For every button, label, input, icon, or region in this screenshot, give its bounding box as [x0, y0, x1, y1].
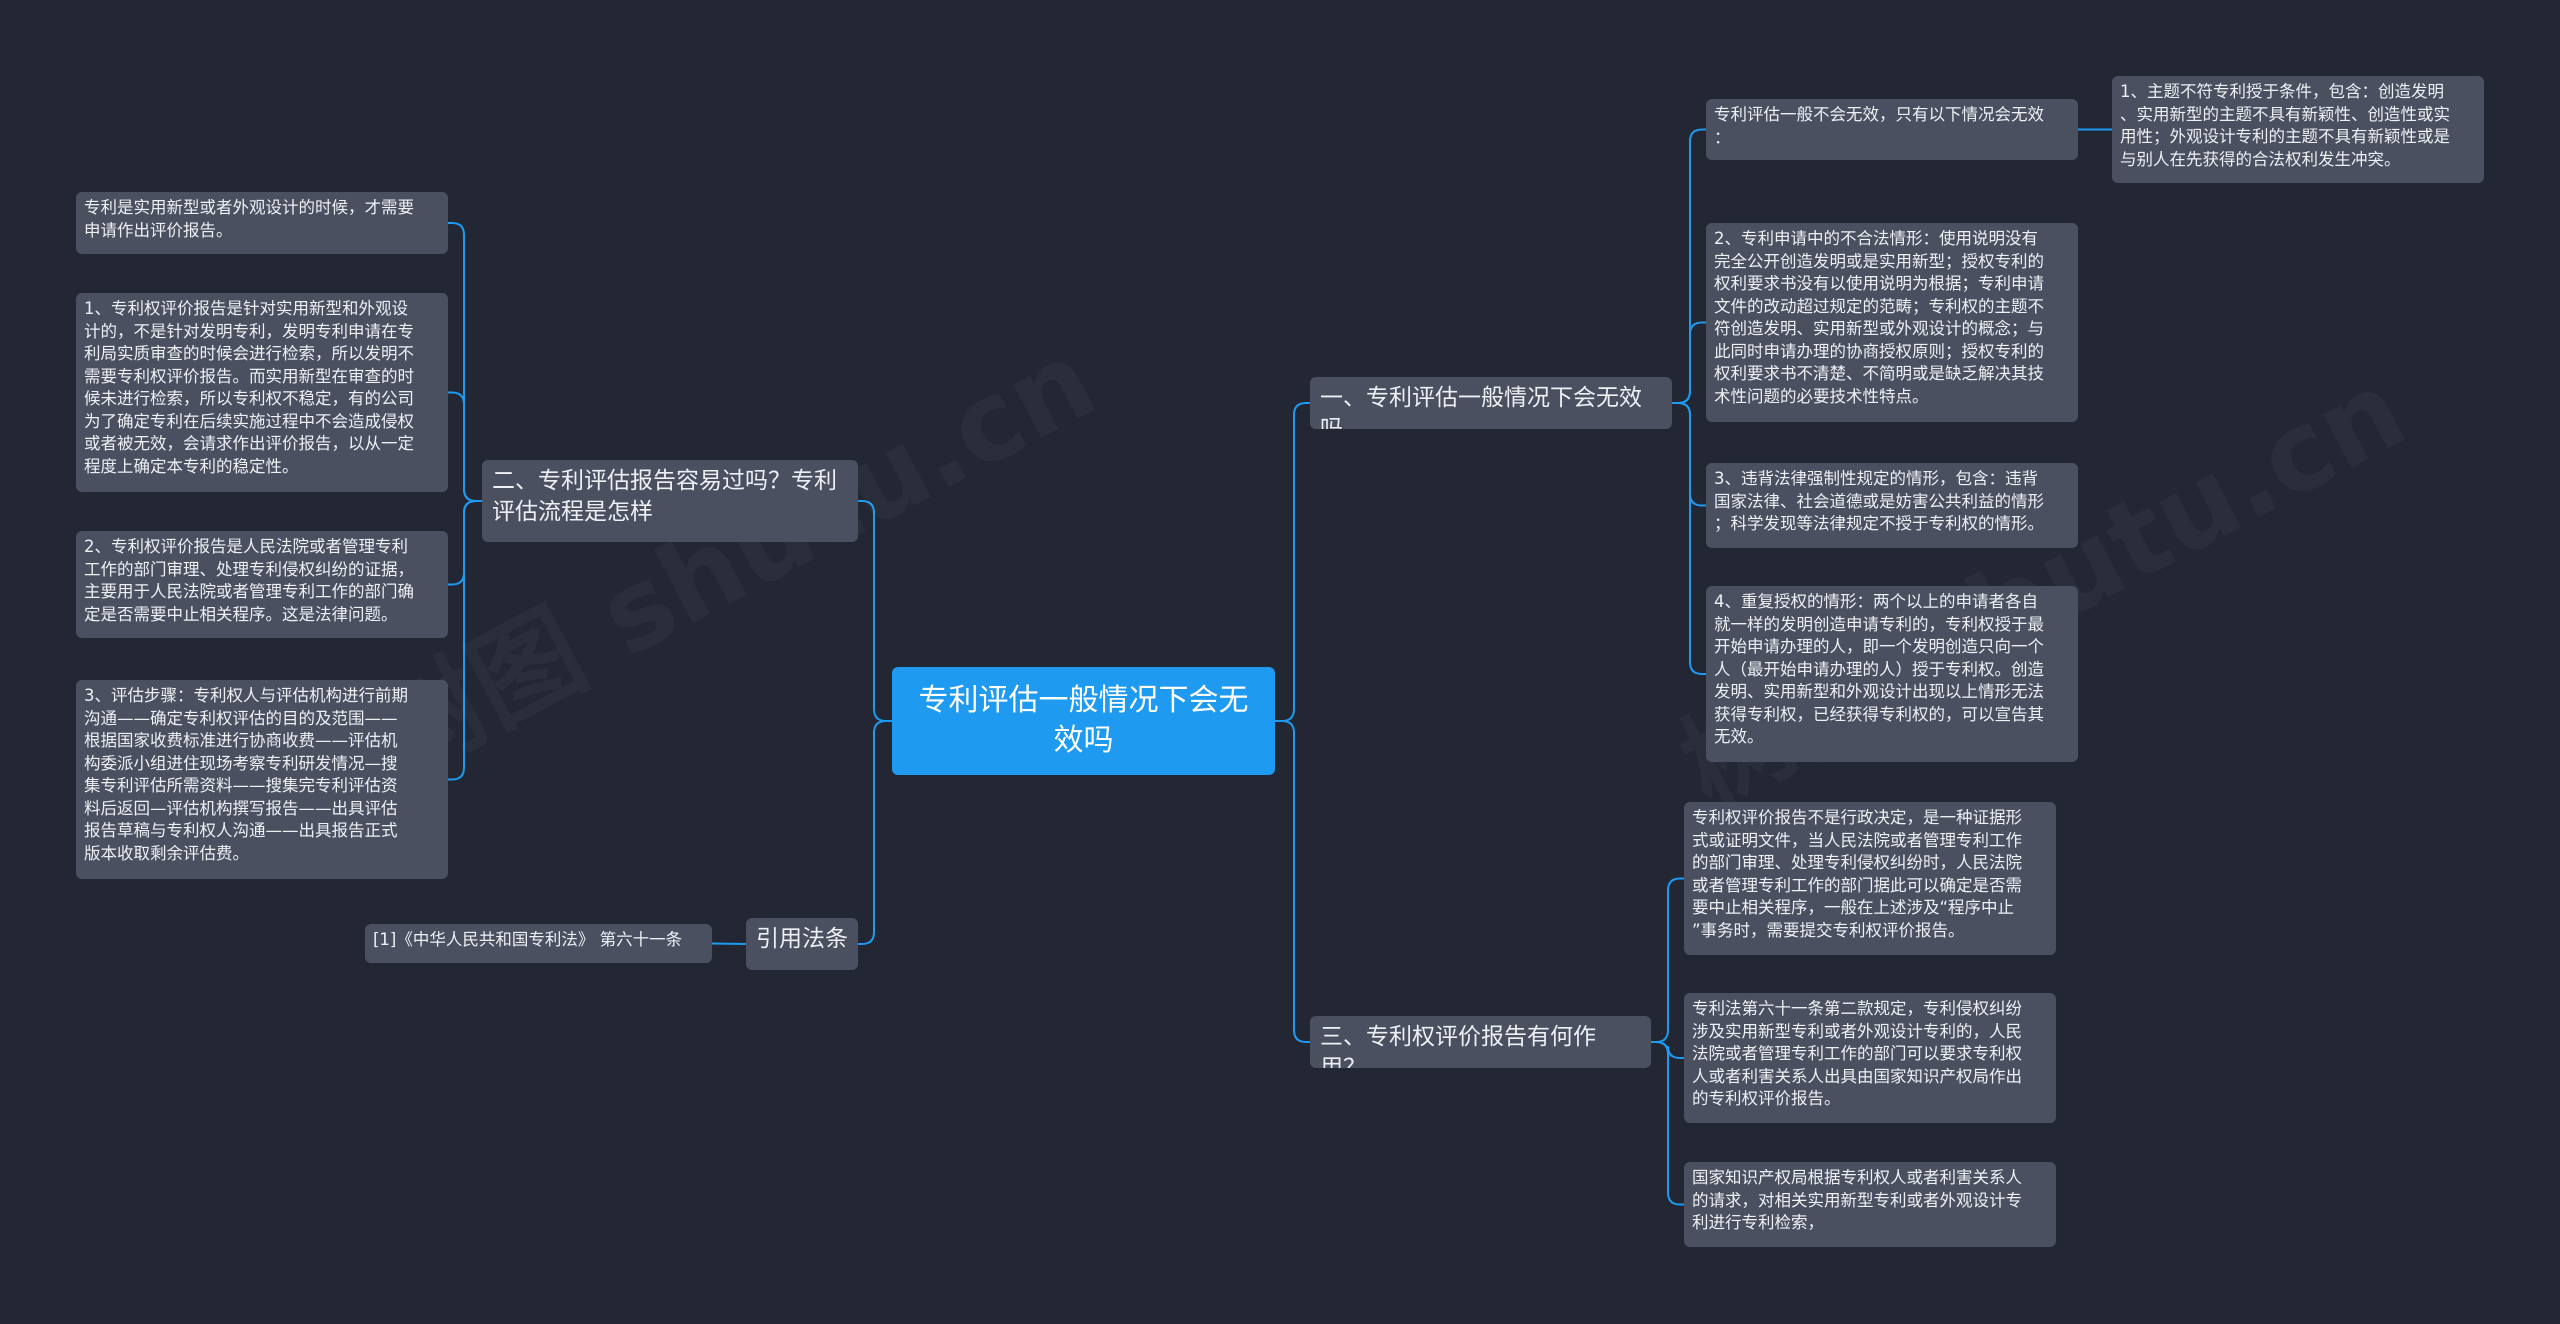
leaf-report-function-2[interactable]: 专利法第六十一条第二款规定，专利侵权纠纷 涉及实用新型专利或者外观设计专利的，人…	[1684, 993, 2056, 1123]
connector-line	[858, 500, 892, 722]
connector-line	[1672, 402, 1706, 675]
connector-line	[1651, 877, 1684, 1043]
leaf-invalidity-reason-3[interactable]: 3、违背法律强制性规定的情形，包含：违背 国家法律、社会道德或是妨害公共利益的情…	[1706, 463, 2078, 548]
leaf-evaluation-steps[interactable]: 3、评估步骤：专利权人与评估机构进行前期 沟通——确定专利权评估的目的及范围——…	[76, 680, 448, 879]
connector-line	[1275, 720, 1310, 1043]
connector-line	[448, 500, 482, 781]
connector-line	[858, 720, 892, 945]
branch-topic-report-function[interactable]: 三、专利权评价报告有何作用？	[1310, 1016, 1651, 1068]
leaf-report-point-2[interactable]: 2、专利权评价报告是人民法院或者管理专利 工作的部门审理、处理专利侵权纠纷的证据…	[76, 531, 448, 638]
connector-line	[1672, 321, 1706, 404]
root-topic[interactable]: 专利评估一般情况下会无效吗	[892, 667, 1275, 775]
branch-topic-cited-law[interactable]: 引用法条	[746, 918, 858, 970]
connector-line	[711, 942, 747, 945]
leaf-report-point-1[interactable]: 1、专利权评价报告是针对实用新型和外观设 计的，不是针对发明专利，发明专利申请在…	[76, 293, 448, 492]
connector-line	[448, 391, 482, 502]
leaf-invalidity-intro[interactable]: 专利评估一般不会无效，只有以下情况会无效 ：	[1706, 99, 2078, 160]
leaf-report-when-needed[interactable]: 专利是实用新型或者外观设计的时候，才需要 申请作出评价报告。	[76, 192, 448, 254]
connector-line	[1275, 402, 1310, 722]
leaf-cited-law-article[interactable]: [1]《中华人民共和国专利法》 第六十一条	[365, 924, 712, 963]
leaf-invalidity-reason-2[interactable]: 2、专利申请中的不合法情形：使用说明没有 完全公开创造发明或是实用新型；授权专利…	[1706, 223, 2078, 422]
branch-topic-invalidity[interactable]: 一、专利评估一般情况下会无效吗	[1310, 377, 1672, 429]
leaf-invalidity-reason-1[interactable]: 1、主题不符专利授于条件，包含：创造发明 、实用新型的主题不具有新颖性、创造性或…	[2112, 76, 2484, 183]
branch-topic-evaluation-process[interactable]: 二、专利评估报告容易过吗？专利 评估流程是怎样	[482, 460, 858, 542]
leaf-invalidity-reason-4[interactable]: 4、重复授权的情形：两个以上的申请者各自 就一样的发明创造申请专利的，专利权授于…	[1706, 586, 2078, 762]
leaf-report-function-3[interactable]: 国家知识产权局根据专利权人或者利害关系人 的请求，对相关实用新型专利或者外观设计…	[1684, 1162, 2056, 1247]
leaf-report-function-1[interactable]: 专利权评价报告不是行政决定，是一种证据形 式或证明文件，当人民法院或者管理专利工…	[1684, 802, 2056, 955]
connector-line	[1651, 1041, 1684, 1206]
